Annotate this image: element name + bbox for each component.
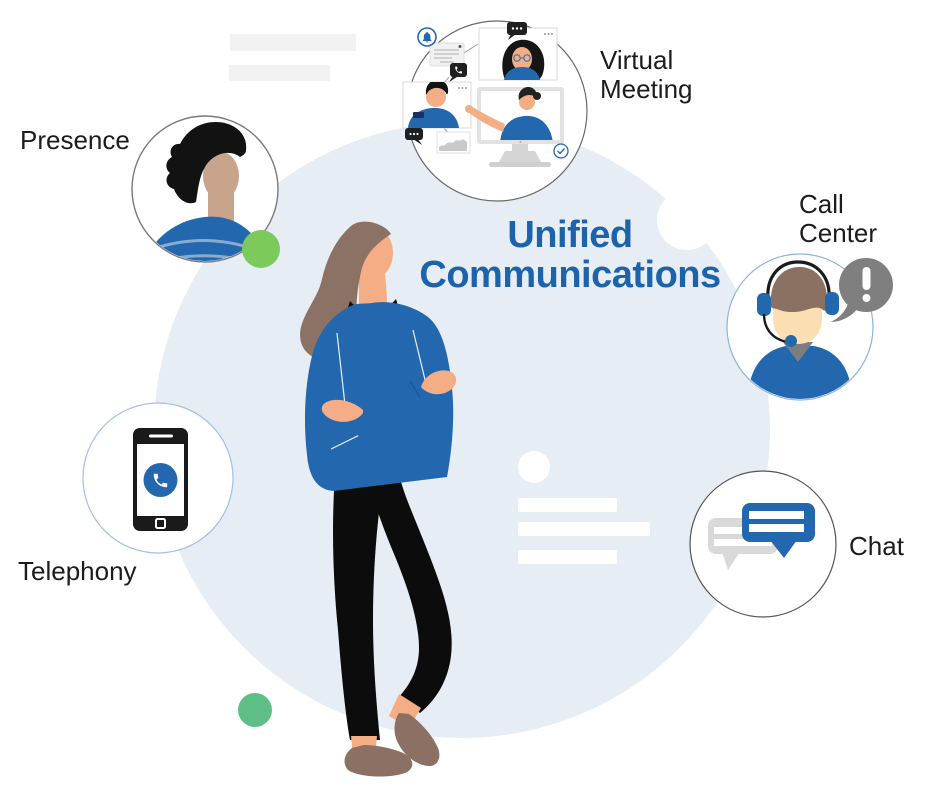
chart-card-icon	[436, 131, 471, 154]
notes-card-icon	[429, 42, 465, 67]
deco-green-dot	[238, 693, 272, 727]
left-shoe	[344, 745, 413, 777]
woman-hair	[300, 221, 391, 361]
right-shoe	[394, 713, 440, 767]
chat-dots-bubble-icon-left	[405, 128, 423, 145]
virtual-meeting-cluster	[402, 20, 588, 202]
phone-handset-circle-icon	[143, 463, 178, 497]
chat-label: Chat	[849, 531, 904, 561]
video-window-left	[402, 81, 472, 129]
deco-white-dot	[518, 451, 550, 483]
call-center-agent	[748, 260, 852, 399]
deco-white-circle	[657, 190, 717, 250]
phone-call-bubble-icon	[449, 63, 467, 82]
woman-figure	[300, 221, 457, 777]
presence-label: Presence	[20, 125, 130, 155]
video-window-top	[478, 27, 558, 81]
check-circle-icon	[553, 143, 569, 159]
phone-icon	[133, 428, 188, 531]
presence-status-dot-icon	[242, 230, 280, 268]
circle-white-deco	[518, 190, 717, 564]
chat-cluster	[689, 470, 837, 618]
presence-cluster	[131, 115, 280, 268]
deco-gray-bars	[229, 34, 356, 81]
presence-avatar	[140, 122, 272, 261]
chat-bubbles-icon	[708, 503, 815, 570]
call-center-label: Call Center	[799, 189, 878, 248]
monitor	[465, 87, 564, 167]
telephony-label: Telephony	[18, 556, 137, 586]
telephony-cluster	[82, 402, 234, 554]
virtual-meeting-label: Virtual Meeting	[600, 45, 693, 104]
page-title: Unified Communications	[419, 214, 721, 296]
chat-dots-bubble-icon-top	[507, 22, 527, 40]
call-center-cluster	[726, 253, 893, 401]
bell-icon	[417, 27, 437, 47]
big-background-circle	[154, 122, 770, 738]
exclamation-bubble-icon	[830, 258, 893, 322]
